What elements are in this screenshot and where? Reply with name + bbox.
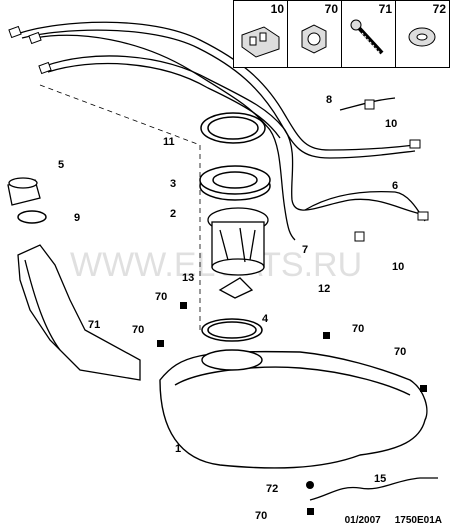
- callout-13: 13: [182, 272, 194, 284]
- lock-ring-3: [199, 165, 271, 201]
- callout-72: 72: [266, 483, 278, 495]
- filler-cap-5: [7, 177, 41, 206]
- assembly-dashed-line: [39, 84, 201, 330]
- callout-10a: 10: [385, 118, 397, 130]
- callout-8: 8: [326, 94, 332, 106]
- hose-ends: [8, 25, 429, 221]
- diagram-code: 1750E01A: [394, 515, 442, 526]
- callout-70c: 70: [352, 323, 364, 335]
- legend-num: 70: [324, 2, 338, 16]
- callout-1: 1: [175, 443, 181, 455]
- diagram-footer: 01/2007 1750E01A: [343, 514, 444, 527]
- seal-ring-4: [201, 318, 263, 342]
- washer-icon: [408, 27, 436, 47]
- filler-neck: [17, 244, 141, 381]
- pump-unit-2: [207, 207, 269, 299]
- callout-3: 3: [170, 178, 176, 190]
- callout-70b: 70: [132, 324, 144, 336]
- callout-71: 71: [88, 319, 100, 331]
- legend-num: 72: [432, 2, 446, 16]
- legend-cell-72: 72: [396, 1, 449, 67]
- callout-4: 4: [262, 313, 269, 325]
- callout-labels: 1 2 3 4 5 6 7 8 9 10 10 11 12 13 15 70 7…: [58, 94, 406, 522]
- pipe-15: [309, 477, 438, 501]
- fuel-lines: [19, 21, 426, 241]
- legend-num: 71: [378, 2, 392, 16]
- fuel-tank-1: [159, 349, 428, 469]
- clip-markers: [354, 99, 375, 242]
- callout-70a: 70: [155, 291, 167, 303]
- callout-5: 5: [58, 159, 64, 171]
- bolt-icon: [350, 19, 384, 55]
- seal-9: [17, 210, 47, 224]
- callout-15: 15: [374, 473, 386, 485]
- nut-icon: [301, 24, 327, 54]
- callout-11: 11: [163, 136, 175, 148]
- fixing-markers: [157, 302, 427, 515]
- parts-legend: 10 70 71 72: [233, 0, 450, 68]
- clip-icon: [241, 26, 280, 58]
- callout-2: 2: [170, 208, 176, 220]
- legend-cell-70: 70: [288, 1, 342, 67]
- callout-6: 6: [392, 180, 398, 192]
- callout-7: 7: [302, 244, 308, 256]
- callout-12: 12: [318, 283, 330, 295]
- seal-ring-11: [200, 112, 266, 144]
- callout-9: 9: [74, 212, 80, 224]
- legend-num: 10: [270, 2, 284, 16]
- callout-70d: 70: [394, 346, 406, 358]
- legend-cell-71: 71: [342, 1, 396, 67]
- diagram-date: 01/2007: [344, 515, 381, 526]
- legend-cell-10: 10: [234, 1, 288, 67]
- callout-10b: 10: [392, 261, 404, 273]
- callout-70e: 70: [255, 510, 267, 522]
